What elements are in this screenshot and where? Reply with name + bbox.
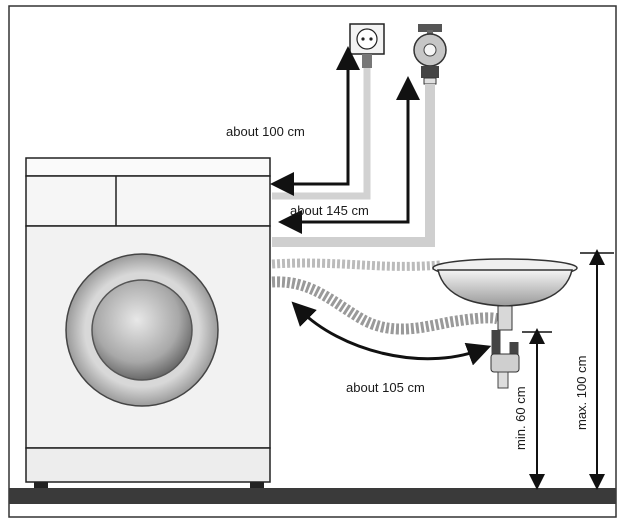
min-height-dimension: [522, 328, 552, 490]
washing-machine: [25, 157, 271, 488]
inlet-hose-arrow: [278, 76, 420, 234]
water-tap: [413, 24, 447, 85]
door-glass: [91, 279, 193, 381]
machine-foot-left: [34, 482, 48, 488]
inlet-hose-corrugated: [271, 258, 441, 271]
sink: [432, 258, 578, 389]
power-cable-label: about 100 cm: [226, 124, 305, 139]
min-height-label: min. 60 cm: [513, 386, 528, 450]
max-height-label: max. 100 cm: [574, 356, 589, 430]
machine-foot-right: [250, 482, 264, 488]
machine-top: [25, 157, 271, 177]
inlet-hose-label: about 145 cm: [290, 203, 369, 218]
max-height-dimension: [580, 249, 614, 490]
plinth: [25, 447, 271, 483]
floor: [9, 488, 616, 504]
drain-hose-arrow: [291, 301, 492, 366]
drain-hose-label: about 105 cm: [346, 380, 425, 395]
control-panel: [25, 175, 271, 227]
